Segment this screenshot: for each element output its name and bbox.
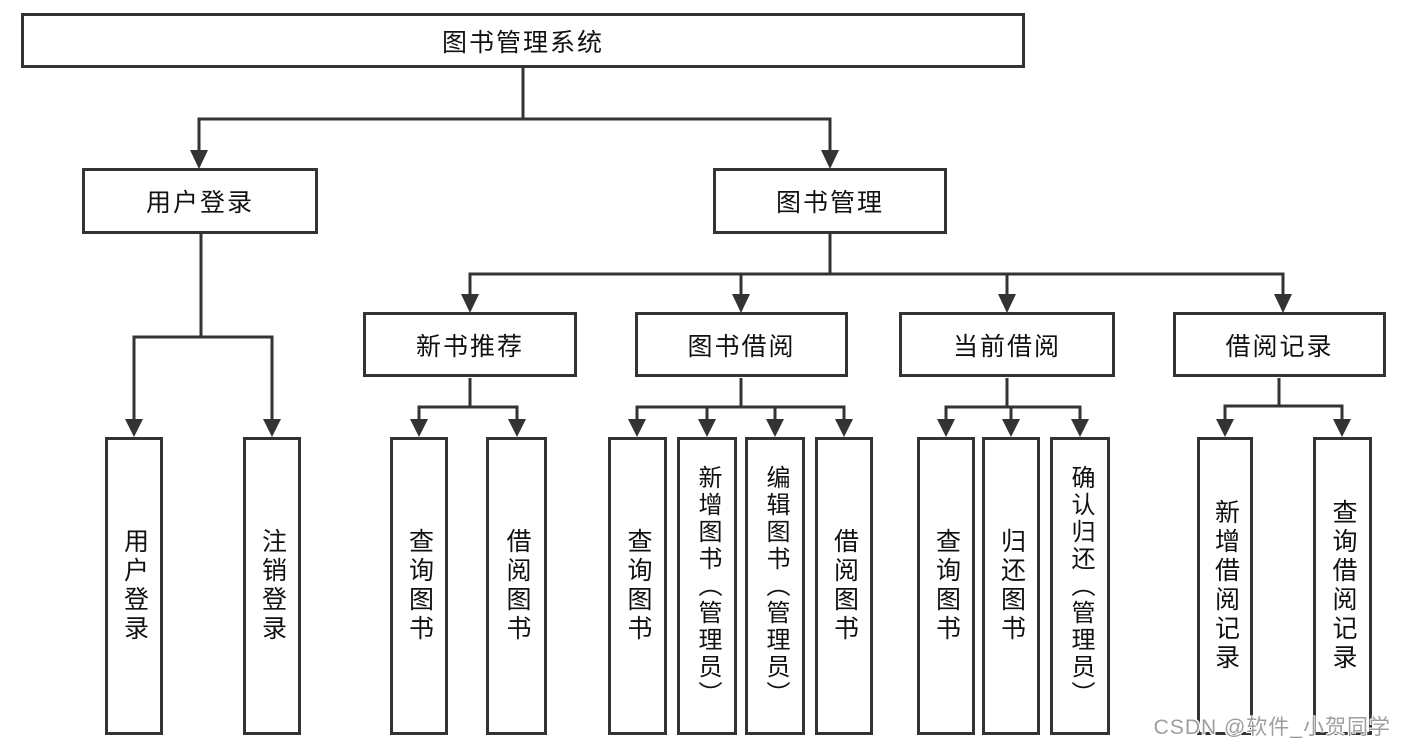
connector-book-management-children bbox=[461, 234, 1292, 313]
arrowhead bbox=[1216, 419, 1234, 437]
node-label: 用户登录 bbox=[120, 528, 149, 644]
node-label: 借阅记录 bbox=[1225, 332, 1334, 361]
node-label: 借阅图书 bbox=[830, 528, 859, 644]
connector-user-login-children bbox=[125, 234, 281, 437]
leaf-confirm-return-admin: 确认归还（管理员） bbox=[1050, 437, 1110, 735]
node-label: 查询借阅记录 bbox=[1329, 499, 1357, 673]
node-label: 查询图书 bbox=[932, 528, 961, 644]
leaf-logout: 注销登录 bbox=[243, 437, 301, 735]
leaf-query-borrow-record: 查询借阅记录 bbox=[1313, 437, 1372, 735]
node-label: 归还图书 bbox=[997, 528, 1026, 644]
csdn-watermark: CSDN @软件_小贺同学 bbox=[1153, 716, 1391, 739]
leaf-edit-book-admin: 编辑图书（管理员） bbox=[745, 437, 805, 735]
node-book-borrow: 图书借阅 bbox=[635, 312, 848, 377]
node-label: 新书推荐 bbox=[415, 332, 524, 361]
node-label: 查询图书 bbox=[624, 528, 652, 644]
node-label: 图书借阅 bbox=[687, 332, 796, 361]
node-current-borrow: 当前借阅 bbox=[899, 312, 1115, 377]
node-root: 图书管理系统 bbox=[21, 13, 1025, 68]
arrowhead bbox=[461, 294, 479, 313]
node-book-management: 图书管理 bbox=[713, 168, 947, 234]
arrowhead bbox=[190, 150, 208, 169]
connector-current-borrow-children bbox=[937, 378, 1089, 437]
arrowhead bbox=[1333, 419, 1351, 437]
leaf-return-book: 归还图书 bbox=[982, 437, 1040, 735]
arrowhead bbox=[410, 419, 428, 437]
leaf-user-login: 用户登录 bbox=[105, 437, 163, 735]
arrowhead bbox=[835, 419, 853, 437]
connector-new-book-recommend-children bbox=[410, 378, 526, 437]
node-label: 借阅图书 bbox=[503, 528, 531, 644]
leaf-add-borrow-record: 新增借阅记录 bbox=[1197, 437, 1253, 735]
node-label: 当前借阅 bbox=[952, 332, 1061, 361]
arrowhead bbox=[628, 419, 646, 437]
node-label: 注销登录 bbox=[258, 528, 287, 644]
arrowhead bbox=[732, 294, 750, 313]
arrowhead bbox=[1071, 419, 1089, 437]
arrowhead bbox=[937, 419, 955, 437]
arrowhead bbox=[263, 419, 281, 437]
arrowhead bbox=[1002, 419, 1020, 437]
leaf-add-book-admin: 新增图书（管理员） bbox=[677, 437, 737, 735]
connector-borrow-records-children bbox=[1216, 378, 1351, 437]
node-label: 用户登录 bbox=[145, 189, 254, 217]
node-label: 查询图书 bbox=[405, 528, 434, 644]
arrowhead bbox=[766, 419, 784, 437]
arrowhead bbox=[698, 419, 716, 437]
leaf-current-query-book: 查询图书 bbox=[917, 437, 975, 735]
node-label: 编辑图书（管理员） bbox=[762, 464, 789, 708]
node-label: 图书管理系统 bbox=[441, 28, 604, 57]
connector-book-borrow-children bbox=[628, 378, 853, 437]
arrowhead bbox=[1274, 294, 1292, 313]
node-borrow-records: 借阅记录 bbox=[1173, 312, 1386, 377]
node-label: 新增借阅记录 bbox=[1211, 499, 1240, 673]
node-label: 图书管理 bbox=[775, 189, 884, 217]
arrowhead bbox=[508, 419, 526, 437]
connector-root-to-level2 bbox=[190, 68, 839, 169]
arrowhead bbox=[125, 419, 143, 437]
node-user-login: 用户登录 bbox=[82, 168, 318, 234]
leaf-recommend-query-book: 查询图书 bbox=[390, 437, 448, 735]
node-new-book-recommend: 新书推荐 bbox=[363, 312, 577, 377]
node-label: 新增图书（管理员） bbox=[694, 464, 721, 708]
arrowhead bbox=[821, 150, 839, 169]
arrowhead bbox=[998, 294, 1016, 313]
leaf-borrow-query-book: 查询图书 bbox=[608, 437, 667, 735]
node-label: 确认归还（管理员） bbox=[1067, 464, 1094, 708]
leaf-borrow-book: 借阅图书 bbox=[815, 437, 873, 735]
leaf-recommend-borrow-book: 借阅图书 bbox=[486, 437, 547, 735]
